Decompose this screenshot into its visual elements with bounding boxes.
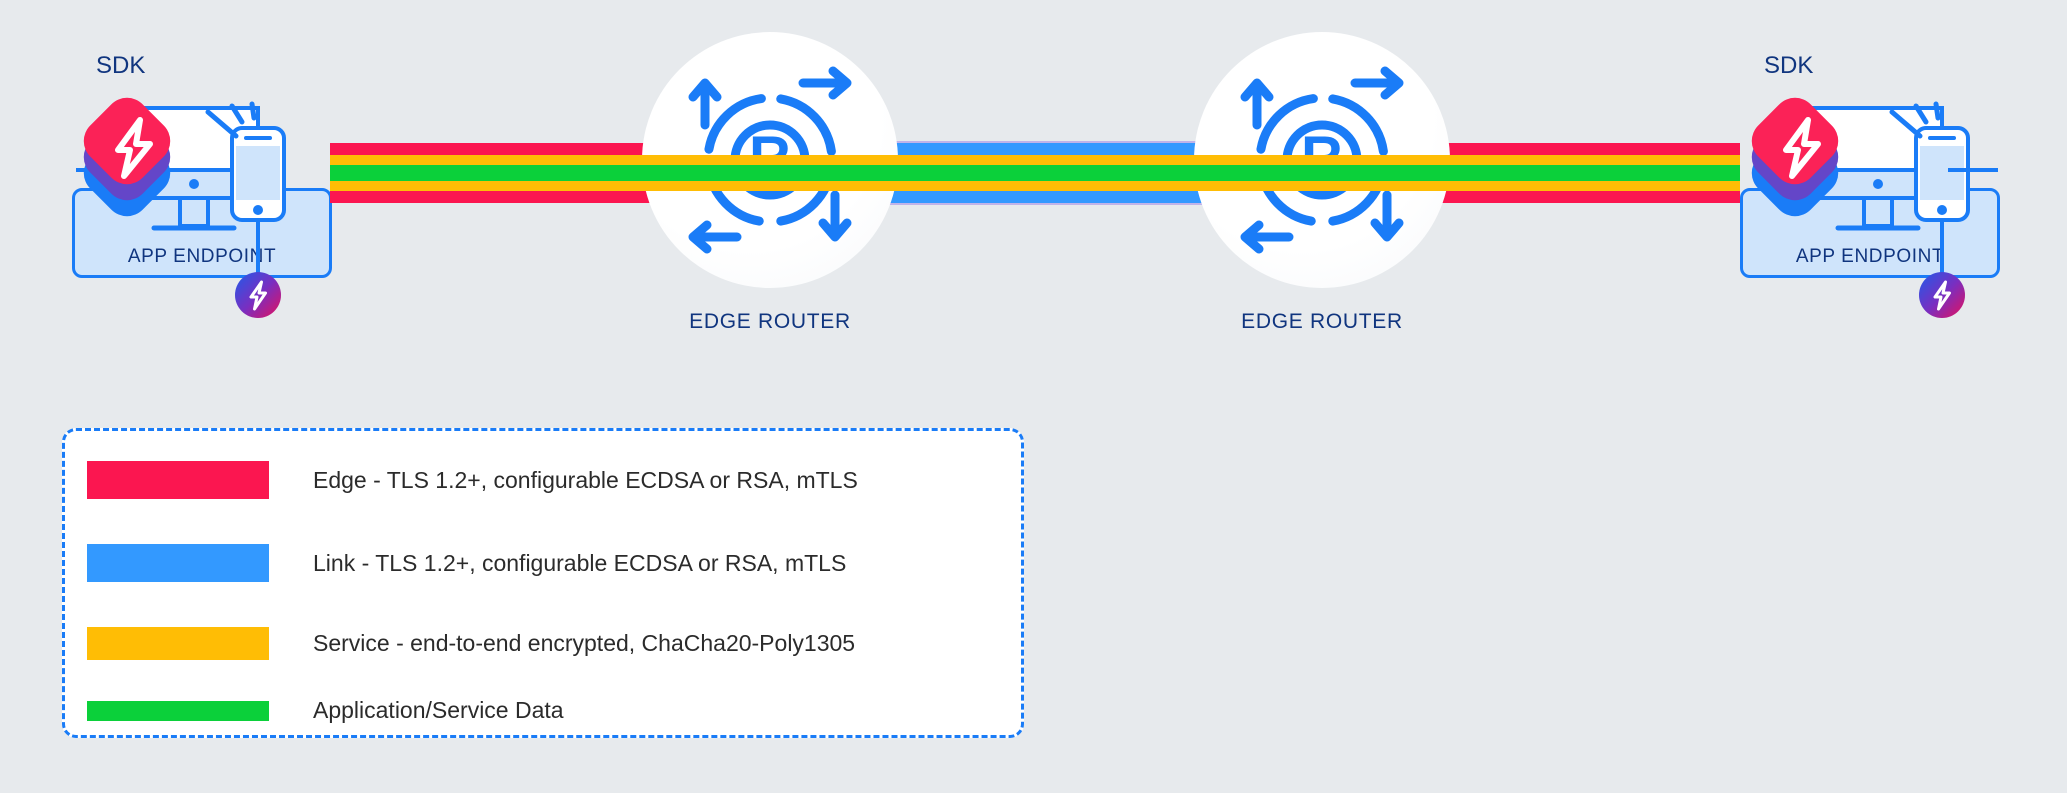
legend-item: Application/Service Data — [87, 697, 564, 724]
sdk-stack-icon — [1742, 88, 1866, 226]
service-top-stripe — [642, 155, 898, 165]
router-arrow-1 — [798, 66, 852, 100]
service-bottom-stripe — [700, 181, 1370, 191]
legend-item: Service - end-to-end encrypted, ChaCha20… — [87, 627, 855, 660]
sdk-label: SDK — [1764, 52, 1814, 79]
router-arrow-2 — [1370, 190, 1404, 242]
app-endpoint-label: APP ENDPOINT — [127, 246, 277, 267]
sdk-stack-icon — [74, 88, 198, 226]
service-bottom-stripe — [642, 181, 898, 191]
service-top-stripe — [1340, 155, 1740, 165]
edge-router-label: EDGE ROUTER — [1241, 310, 1403, 333]
outer-top-stripe-edge — [330, 143, 730, 155]
router-arrow-3 — [688, 220, 742, 254]
service-bottom-stripe — [1194, 181, 1450, 191]
data-swatch — [87, 700, 269, 721]
legend-item: Edge - TLS 1.2+, configurable ECDSA or R… — [87, 461, 858, 499]
service-bottom-stripe — [1340, 181, 1740, 191]
lightning-badge-icon — [1919, 272, 1965, 318]
service-top-stripe — [700, 155, 1370, 165]
service-bottom-stripe — [330, 181, 730, 191]
legend-item-label: Link - TLS 1.2+, configurable ECDSA or R… — [313, 549, 847, 576]
app-endpoint-label: APP ENDPOINT — [1795, 246, 1945, 267]
service-top-stripe — [1194, 155, 1450, 165]
sdk-lightning-icon — [115, 117, 153, 179]
router-pipe-overlay — [1194, 155, 1450, 191]
data-stripe — [642, 165, 898, 181]
wireless-signal-icon — [1889, 101, 1941, 139]
service-swatch — [87, 627, 269, 660]
outer-bottom-stripe-edge — [330, 191, 730, 203]
link-swatch — [87, 544, 269, 582]
lightning-badge-icon — [235, 272, 281, 318]
mobile-phone-icon — [1914, 126, 1970, 222]
wireless-signal-icon — [205, 101, 257, 139]
pipe-segment-edge-left — [330, 143, 730, 203]
router-arrow-1 — [1350, 66, 1404, 100]
service-top-stripe — [330, 155, 730, 165]
data-stripe — [1194, 165, 1450, 181]
legend-item-label: Service - end-to-end encrypted, ChaCha20… — [313, 630, 856, 656]
legend-item-label: Edge - TLS 1.2+, configurable ECDSA or R… — [313, 466, 858, 493]
edge-swatch — [87, 461, 269, 499]
mobile-phone-icon — [230, 126, 286, 222]
link-hairline-top — [700, 141, 1370, 143]
sdk-label: SDK — [96, 52, 146, 79]
router-arrow-2 — [818, 190, 852, 242]
legend-box: Edge - TLS 1.2+, configurable ECDSA or R… — [62, 428, 1024, 738]
data-stripe — [330, 165, 730, 181]
legend-item: Link - TLS 1.2+, configurable ECDSA or R… — [87, 544, 846, 582]
sdk-lightning-icon — [1783, 117, 1821, 179]
link-hairline-bottom — [700, 203, 1370, 205]
router-arrow-3 — [1240, 220, 1294, 254]
router-arrow-0 — [1240, 78, 1274, 130]
router-pipe-overlay — [642, 155, 898, 191]
legend-item-label: Application/Service Data — [313, 697, 564, 723]
router-arrow-0 — [688, 78, 722, 130]
edge-router-label: EDGE ROUTER — [689, 310, 851, 333]
